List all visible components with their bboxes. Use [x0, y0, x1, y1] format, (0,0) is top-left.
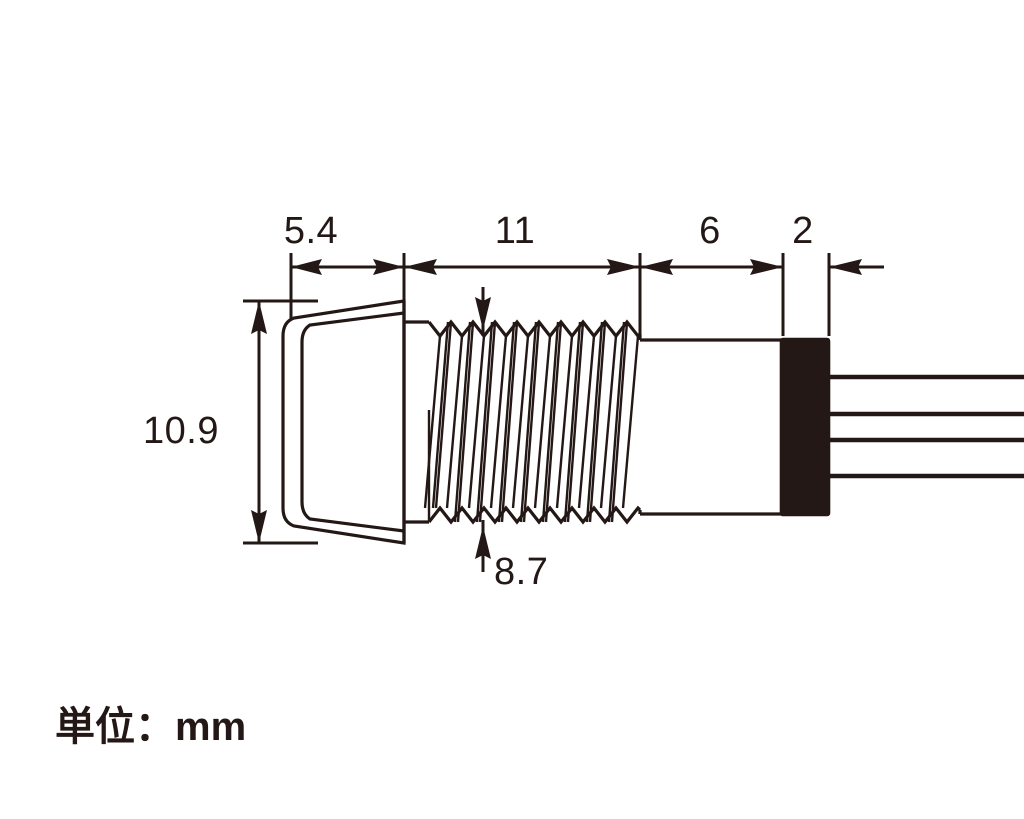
arrowhead-bezel-diameter-top [251, 301, 267, 334]
thread-flank-lines [423, 321, 640, 523]
vertical-dimension-bezel-diameter [251, 301, 267, 543]
arrowhead-thread-diameter-top [475, 297, 491, 330]
bezel-inner-face [300, 311, 405, 533]
part-barrel [638, 334, 783, 516]
dim-label-bezel-length: 5.4 [284, 210, 338, 252]
arrowhead-bezel-left [291, 259, 322, 275]
unit-note: 単位：mm [55, 705, 246, 749]
dim-label-barrel-length: 6 [699, 210, 721, 252]
arrowhead-connector-right [829, 259, 862, 275]
horizontal-dimension-lines [291, 259, 884, 275]
arrowhead-thread-diameter-bottom [475, 526, 491, 559]
dim-label-connector-length: 2 [792, 210, 814, 252]
arrowhead-barrel-right [750, 259, 783, 275]
dim-label-bezel-diameter: 10.9 [143, 410, 219, 452]
arrowhead-bezel-right [373, 259, 404, 275]
vertical-dimension-thread-diameter [475, 287, 491, 572]
arrowhead-bezel-diameter-bottom [251, 510, 267, 543]
connector-block [779, 337, 831, 517]
thread-inner-lines [431, 321, 626, 523]
bezel-outline [281, 299, 406, 545]
arrowhead-thread-right [607, 259, 640, 275]
arrowhead-thread-left [404, 259, 437, 275]
lead-wires [829, 374, 1024, 479]
arrowhead-barrel-left [640, 259, 673, 275]
dim-label-thread-length: 11 [495, 210, 535, 252]
part-thread [423, 319, 642, 525]
part-bezel [281, 299, 406, 545]
part-collar [404, 320, 429, 524]
dim-label-thread-diameter: 8.7 [494, 551, 548, 593]
